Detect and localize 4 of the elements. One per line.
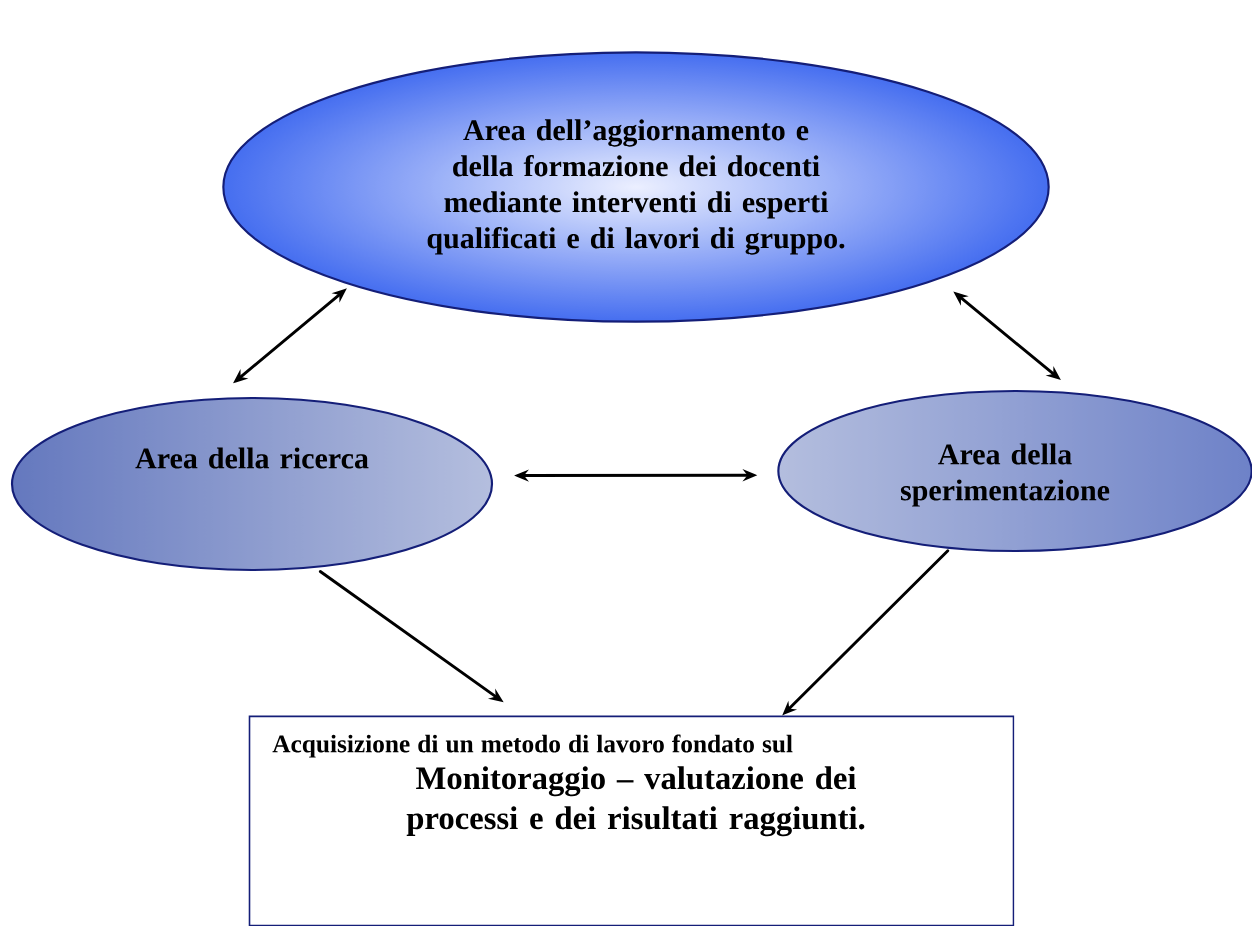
ellipse-node: Area della ricerca: [10, 396, 494, 572]
ellipse-node: Area della sperimentazione: [777, 389, 1252, 553]
text-box: Acquisizione di un metodo di lavoro fondato sul Monitoraggio – valutazione dei processi e dei risultati raggiunti.: [248, 715, 1015, 926]
ellipse-node: Area dell’aggiornamento e della formazione dei docenti mediante interventi di esperti qualificati e di lavori di gruppo.: [222, 51, 1050, 323]
